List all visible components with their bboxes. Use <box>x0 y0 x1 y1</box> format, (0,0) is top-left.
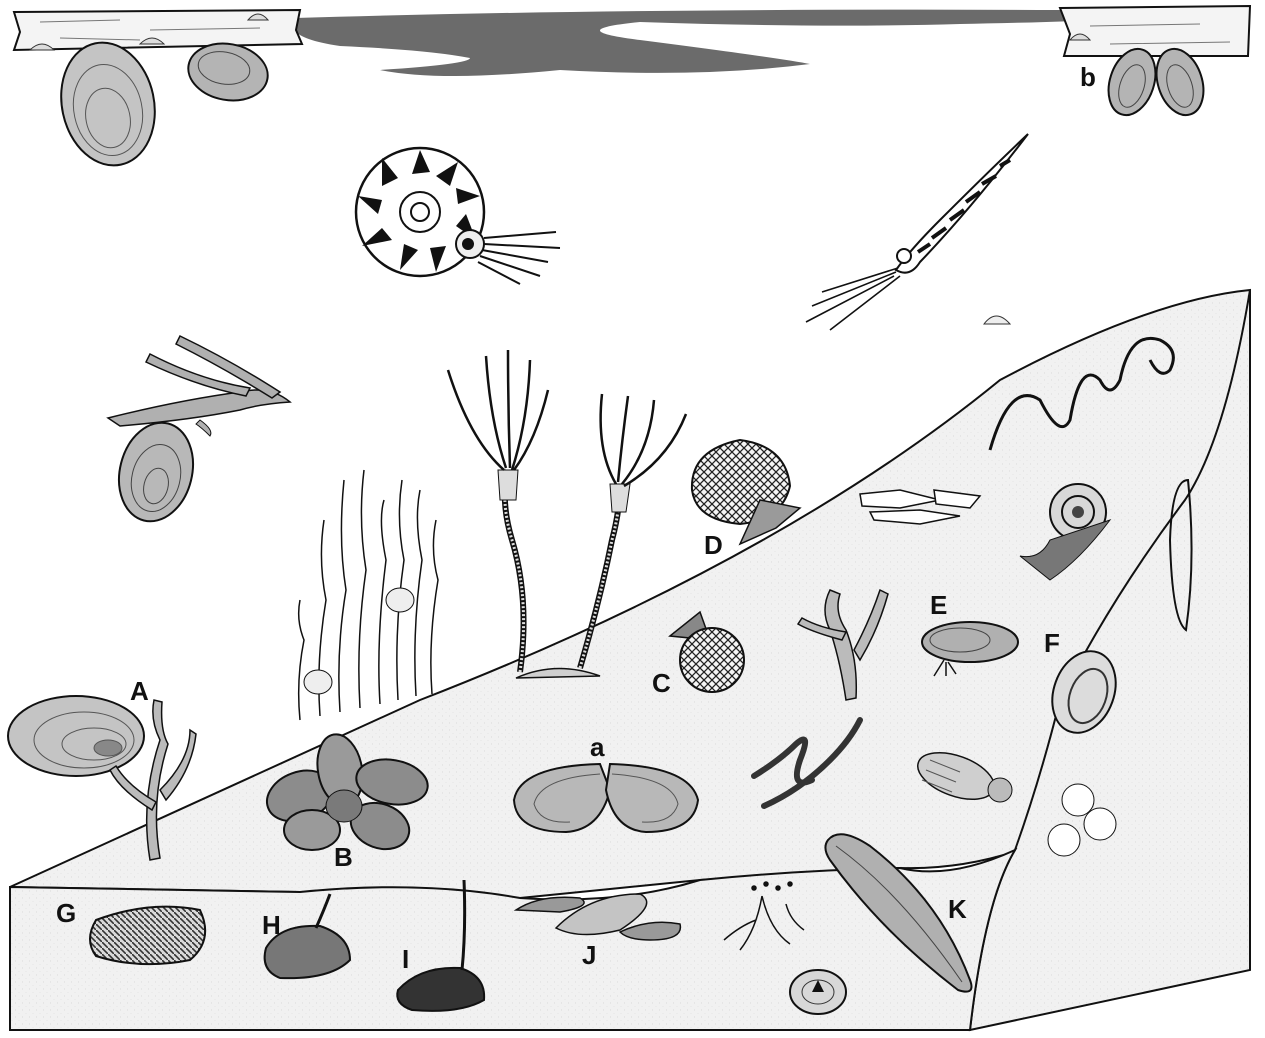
small-shell-top-surface <box>984 316 1010 324</box>
floating-seaweed <box>108 336 290 436</box>
belemnite-arms <box>806 268 900 330</box>
ammonite-tentacles <box>478 232 560 284</box>
byssate-bivalve-on-seaweed <box>109 415 203 529</box>
pseudoplanktonic-bivalve-large <box>50 34 166 174</box>
label-a: a <box>590 732 605 762</box>
ammonite <box>356 148 560 284</box>
label-J: J <box>582 940 596 970</box>
bivalve-deep-burrower <box>790 970 846 1014</box>
label-B: B <box>334 842 353 872</box>
label-F: F <box>1044 628 1060 658</box>
label-A: A <box>130 676 149 706</box>
bivalve-G <box>90 907 205 965</box>
driftwood-log-left <box>14 10 302 50</box>
bivalve-A <box>8 696 144 776</box>
label-K: K <box>948 894 967 924</box>
pseudoplanktonic-bivalve-small <box>184 37 273 106</box>
label-G: G <box>56 898 76 928</box>
belemnite-eye <box>897 249 911 263</box>
label-C: C <box>652 668 671 698</box>
belemnite <box>806 134 1028 330</box>
label-H: H <box>262 910 281 940</box>
label-D: D <box>704 530 723 560</box>
label-E: E <box>930 590 947 620</box>
driftwood-log-right <box>1060 6 1250 56</box>
label-I: I <box>402 944 409 974</box>
label-b: b <box>1080 62 1096 92</box>
